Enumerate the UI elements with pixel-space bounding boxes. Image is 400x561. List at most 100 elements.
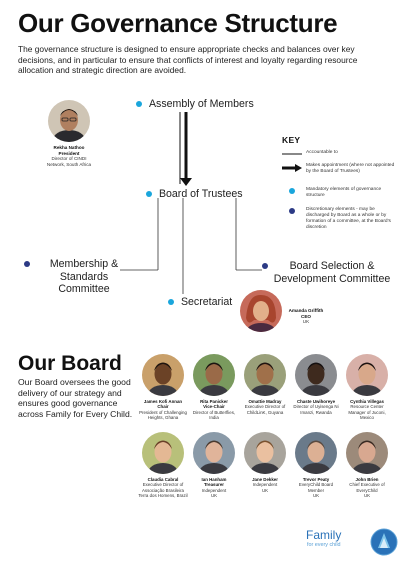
legend: KEY Accountable to Makes appointment (wh…: [282, 135, 394, 230]
mandatory-dot: [146, 191, 152, 198]
president-role: President: [58, 150, 80, 156]
legend-text: Makes appointment (where not appointed b…: [306, 163, 395, 174]
member-name: Rita Panicker: [200, 399, 228, 404]
assembly-to-board-arrowhead: [180, 178, 192, 186]
ceo-avatar: [240, 290, 282, 332]
member-avatar: [193, 354, 235, 396]
thin-line-icon: [282, 153, 302, 155]
member-detail: Chief Executive of: [349, 482, 385, 488]
board-title: Our Board: [18, 352, 122, 375]
member-name: Claudia Cabral: [147, 477, 179, 482]
member-avatar: [193, 432, 235, 474]
secretariat-node: Secretariat: [168, 296, 232, 308]
member-detail: Manager of Juconi,: [348, 409, 386, 415]
intro-paragraph: The governance structure is designed to …: [18, 44, 358, 76]
cyan-dot-icon: [289, 188, 295, 194]
thick-arrow-icon: [282, 164, 302, 172]
member-avatar: [244, 432, 286, 474]
president-caption: Rekha Nathoo President Director of CINDI…: [38, 145, 100, 167]
legend-title: KEY: [282, 135, 301, 145]
member-detail: ChildLinK, Guyana: [246, 409, 284, 415]
member-detail: Executive Director of: [142, 482, 184, 488]
membership-label-3: Committee: [58, 283, 110, 295]
member-avatar: [244, 354, 286, 396]
board-description: Our Board oversees the good delivery of …: [18, 377, 133, 419]
board-node: Board of Trustees: [146, 188, 243, 200]
member-detail: UK: [312, 493, 320, 499]
member-detail: Director of Butterflies,: [192, 409, 236, 415]
selection-label-1: Board Selection &: [289, 260, 375, 272]
member-avatar: [295, 354, 337, 396]
member-avatar: [346, 354, 388, 396]
member-detail: EveryChild: [356, 487, 378, 493]
member-detail: Resource Center: [350, 404, 384, 410]
member-avatar: [346, 432, 388, 474]
legend-text: Mandatory elements of governance structu…: [306, 187, 382, 198]
ceo-detail: UK: [302, 319, 310, 325]
president-name: Rekha Nathoo: [53, 145, 85, 150]
member-name: Cynthia Villegas: [350, 399, 384, 404]
member-avatar: [295, 432, 337, 474]
assembly-node: Assembly of Members: [136, 98, 254, 110]
president-avatar: [48, 100, 90, 142]
legend-text: Discretionary elements - may be discharg…: [306, 207, 391, 230]
logo-wordmark: Family: [306, 528, 342, 542]
member-detail: Member: [307, 487, 325, 493]
ceo-caption: Amanda Griffith CEO UK: [284, 308, 328, 325]
member-detail: UK: [210, 493, 218, 499]
member-role: Treasurer: [203, 482, 224, 488]
member-role: Chair: [157, 404, 169, 410]
member-detail: President of Challenging: [139, 409, 187, 415]
membership-label-2: Standards: [59, 270, 109, 283]
selection-label-2: Development Committee: [273, 272, 391, 285]
member-avatar: [142, 432, 184, 474]
president-detail-2: Network, South Africa: [46, 161, 92, 167]
member-detail: UK: [363, 493, 371, 499]
member-avatar: [142, 354, 184, 396]
member-detail: UK: [261, 487, 269, 493]
logo-emblem-icon: [370, 528, 398, 556]
mandatory-dot: [136, 101, 142, 108]
mandatory-dot: [168, 299, 174, 306]
member-detail: EveryChild Board: [298, 482, 334, 488]
member-detail: Independent: [252, 482, 278, 488]
member-name: John Brien: [355, 477, 379, 482]
member-name: Trevor Peaty: [302, 477, 330, 482]
member-detail: Mexico: [360, 415, 374, 421]
member-detail: Associação Brasileira: [142, 487, 184, 493]
member-detail: India: [209, 415, 219, 421]
secretariat-label: Secretariat: [180, 296, 233, 308]
member-detail: Heights, Ghana: [147, 415, 179, 421]
legend-text: Accountable to: [306, 150, 338, 155]
board-label: Board of Trustees: [158, 188, 243, 200]
member-name: Chaste Uwihoreye: [296, 399, 336, 404]
member-role: Vice-Chair: [203, 404, 225, 410]
logo-tagline: for every child: [307, 542, 341, 548]
member-detail: Imanzi, Rwanda: [300, 409, 332, 415]
ceo-name: Amanda Griffith: [288, 308, 324, 313]
discretionary-dot: [262, 263, 268, 269]
member-name: Omattie Madray: [248, 399, 282, 404]
assembly-label: Assembly of Members: [148, 98, 254, 110]
member-detail: Terra dos Homens, Brazil: [138, 493, 188, 499]
member-name: Ian Hanham: [201, 477, 227, 482]
